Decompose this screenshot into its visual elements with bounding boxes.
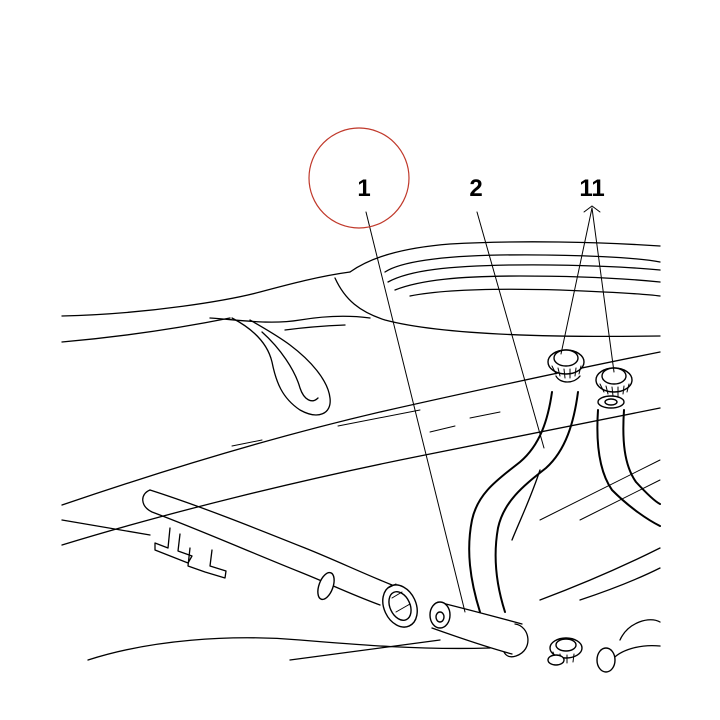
leader-line-2 — [476, 211, 545, 449]
left-fuel-pipe — [142, 489, 393, 606]
vent-hose — [596, 395, 661, 527]
highlight-circle — [308, 127, 410, 229]
callout-1: 1 — [357, 175, 370, 202]
pump-fitting — [596, 619, 661, 673]
hose-2 — [468, 391, 579, 613]
leader-line-11a — [560, 207, 593, 355]
hose-clip-11b — [595, 367, 633, 397]
leader-line-11b — [591, 207, 615, 373]
leader-line-1 — [365, 211, 466, 613]
connector-pipe-1 — [429, 601, 529, 658]
leader-lines — [365, 205, 615, 613]
fuel-tank-outline — [61, 241, 661, 661]
hose-clip-bottom-right — [547, 637, 583, 666]
hose-clip-11a — [547, 349, 585, 383]
mounting-bracket — [154, 527, 227, 579]
callout-11: 11 — [579, 175, 604, 202]
callout-2: 2 — [469, 175, 482, 202]
hose-clip-bottom-left — [382, 583, 418, 628]
leader-arrow-11 — [583, 205, 601, 213]
